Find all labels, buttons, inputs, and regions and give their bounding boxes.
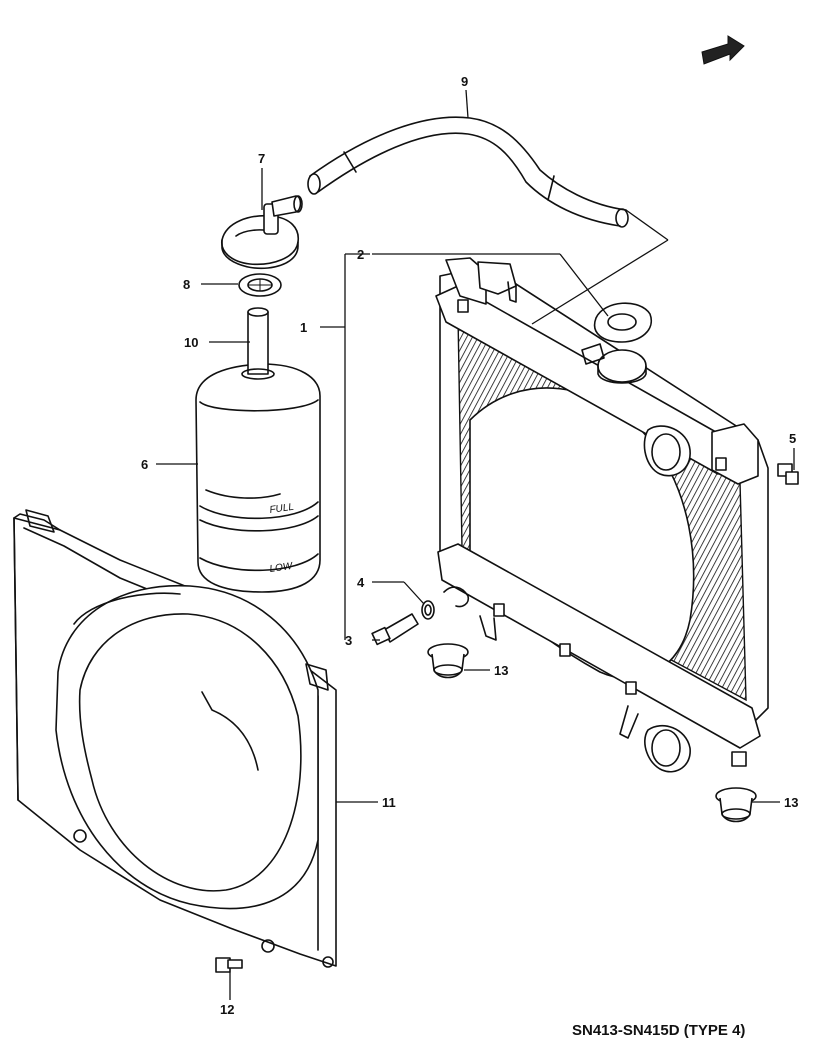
shroud-bolt [215, 957, 243, 973]
callout-4: 4 [357, 575, 365, 590]
callout-12: 12 [220, 1002, 234, 1017]
cap-seal [238, 273, 282, 297]
callouts: 1 2 3 4 5 6 7 8 9 10 11 12 13 13 [141, 74, 798, 1017]
overflow-hose [307, 116, 629, 228]
mount-cushion-lower [715, 787, 757, 823]
fan-shroud [13, 509, 337, 968]
callout-8: 8 [183, 277, 190, 292]
callout-11: 11 [382, 795, 396, 810]
reservoir-cap [221, 195, 303, 270]
callout-13-upper: 13 [494, 663, 508, 678]
radiator-cap [581, 302, 653, 384]
reservoir-neck-hose [241, 307, 275, 380]
drain-gasket [421, 600, 435, 620]
reservoir-tank: FULL LOW [195, 363, 321, 593]
callout-5: 5 [789, 431, 796, 446]
model-code-label: SN413-SN415D (TYPE 4) [572, 1022, 746, 1039]
callout-1: 1 [300, 320, 307, 335]
callout-6: 6 [141, 457, 148, 472]
radiator-assembly [435, 257, 769, 773]
callout-9: 9 [461, 74, 468, 89]
callout-2: 2 [357, 247, 364, 262]
low-level-mark: LOW [269, 561, 295, 575]
callout-7: 7 [258, 151, 265, 166]
callout-13-lower: 13 [784, 795, 798, 810]
full-level-mark: FULL [269, 502, 295, 516]
callout-10: 10 [184, 335, 198, 350]
radiator-bolt [777, 463, 799, 485]
mount-cushion-upper [427, 643, 469, 679]
callout-3: 3 [345, 633, 352, 648]
leader-lines [156, 89, 795, 1000]
drain-plug [371, 613, 419, 646]
front-direction-arrow-icon [701, 35, 745, 65]
